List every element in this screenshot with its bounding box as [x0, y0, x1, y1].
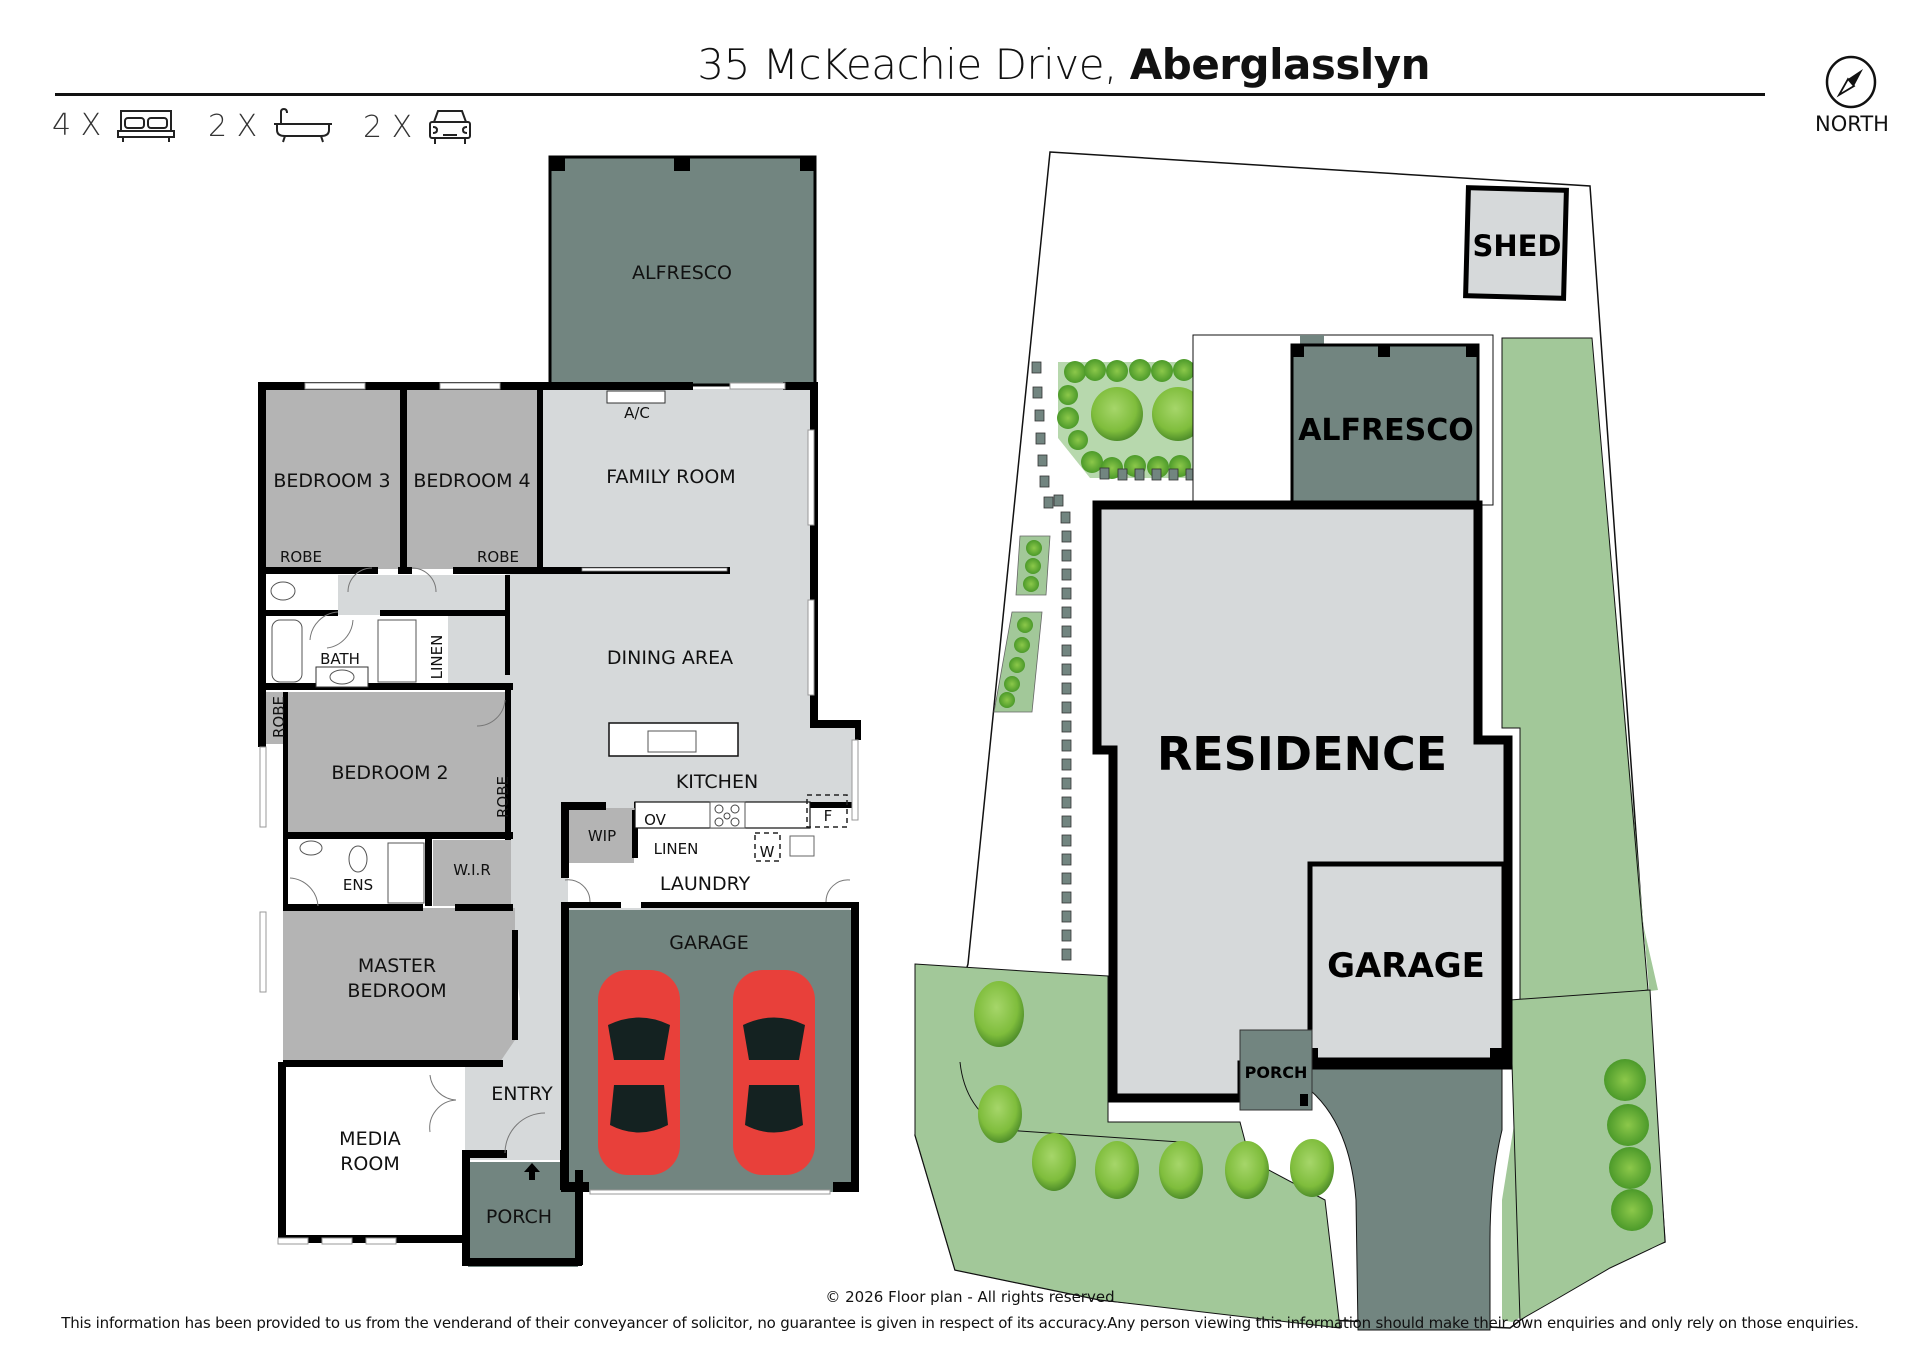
room-label-porch: PORCH — [486, 1206, 552, 1228]
room-label-wir: W.I.R — [453, 861, 491, 879]
room-label-master-2: BEDROOM — [347, 980, 446, 1002]
robe-label-bedroom-2-right: ROBE — [494, 776, 512, 818]
bedroom-count-text: 4 X — [52, 108, 102, 143]
room-label-garage: GARAGE — [669, 932, 749, 954]
car-1 — [598, 970, 680, 1175]
room-label-bedroom-2: BEDROOM 2 — [331, 762, 448, 784]
car-count: 2 X — [363, 108, 472, 146]
room-label-bedroom-4: BEDROOM 4 — [413, 470, 530, 492]
floor-plan: ALFRESCO A/C FAMILY ROOM BEDROOM 3 BEDRO… — [258, 155, 861, 1267]
title-divider — [55, 93, 1765, 96]
room-label-bath: BATH — [320, 650, 360, 668]
porch-floor — [468, 1162, 578, 1267]
property-address: 35 McKeachie Drive, Aberglasslyn — [697, 40, 1430, 89]
site-garage — [1307, 861, 1507, 1063]
room-label-master-1: MASTER — [358, 955, 436, 977]
room-label-kitchen: KITCHEN — [676, 771, 758, 793]
shed — [1463, 185, 1569, 301]
room-label-media-2: ROOM — [340, 1153, 400, 1175]
bathroom-count-text: 2 X — [208, 108, 258, 144]
alfresco-area — [548, 155, 817, 387]
disclaimer-text: This information has been provided to us… — [61, 1314, 1859, 1332]
compass-label: NORTH — [1815, 112, 1889, 136]
address-street: 35 McKeachie Drive, — [697, 40, 1130, 89]
bedroom-3 — [265, 389, 400, 569]
bedroom-count: 4 X — [52, 108, 176, 143]
fridge-label: F — [824, 807, 833, 825]
room-label-entry: ENTRY — [491, 1083, 553, 1105]
site-label-garage: GARAGE — [1327, 946, 1485, 986]
linen-label-laundry: LINEN — [654, 840, 699, 858]
robe-label-bedroom-2-left: ROBE — [270, 696, 288, 738]
robe-label-bedroom-4: ROBE — [477, 548, 519, 566]
room-label-media-1: MEDIA — [339, 1128, 401, 1150]
robe-label-bedroom-3: ROBE — [280, 548, 322, 566]
bedroom-2 — [283, 692, 511, 832]
washer-label: W — [760, 843, 775, 861]
site-label-alfresco: ALFRESCO — [1298, 413, 1474, 448]
address-suburb: Aberglasslyn — [1129, 40, 1431, 89]
bathroom-count: 2 X — [208, 108, 333, 144]
ac-label: A/C — [624, 404, 650, 422]
room-label-wip: WIP — [588, 827, 616, 845]
car-count-text: 2 X — [363, 109, 413, 145]
site-label-porch: PORCH — [1245, 1063, 1308, 1082]
room-label-laundry: LAUNDRY — [660, 873, 751, 895]
car-2 — [733, 970, 815, 1175]
copyright-notice: © 2026 Floor plan - All rights reserved — [825, 1288, 1115, 1306]
master-bedroom — [283, 908, 515, 1062]
site-label-residence: RESIDENCE — [1157, 727, 1447, 781]
room-label-ensuite: ENS — [343, 876, 373, 894]
bathtub-icon — [274, 108, 333, 143]
linen-label-hall: LINEN — [428, 635, 446, 680]
driveway — [1307, 1064, 1503, 1331]
room-label-dining-area: DINING AREA — [607, 647, 733, 669]
bedroom-4 — [405, 389, 540, 569]
compass-icon — [1825, 55, 1877, 109]
room-label-bedroom-3: BEDROOM 3 — [273, 470, 390, 492]
oven-label: OV — [644, 811, 667, 829]
room-label-alfresco: ALFRESCO — [632, 262, 732, 284]
room-label-family-room: FAMILY ROOM — [606, 466, 735, 488]
site-label-shed: SHED — [1472, 229, 1561, 263]
car-icon — [429, 110, 472, 144]
bed-icon — [117, 109, 176, 142]
site-plan: SHED ALFRESCO RESIDENCE — [914, 151, 1666, 1331]
